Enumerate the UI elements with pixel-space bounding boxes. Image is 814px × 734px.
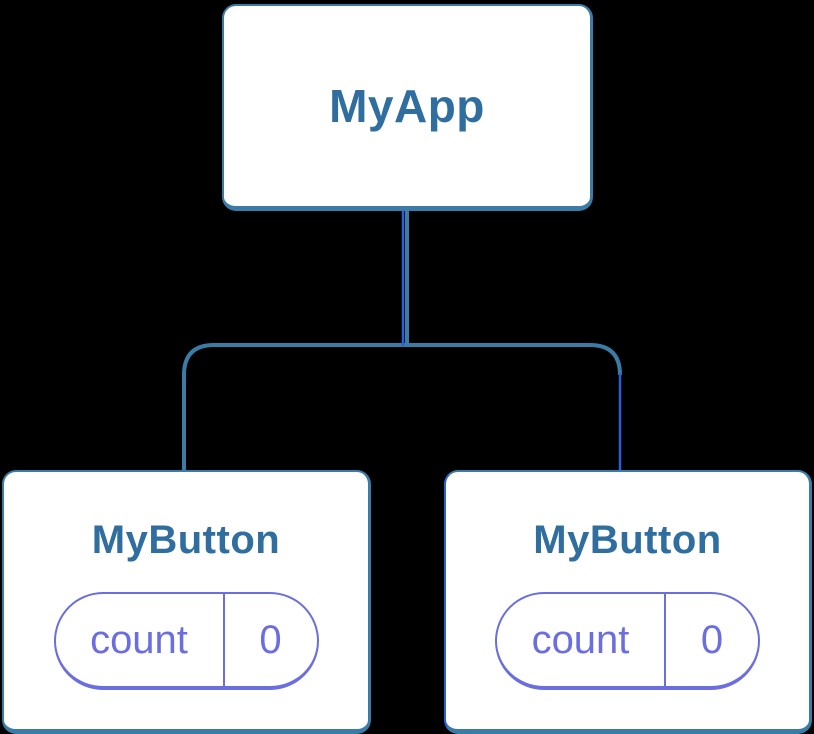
state-divider bbox=[222, 594, 225, 686]
component-label: MyButton bbox=[533, 518, 722, 562]
component-label: MyApp bbox=[329, 80, 485, 132]
state-divider bbox=[664, 594, 666, 686]
state-badge: count 0 bbox=[53, 592, 319, 690]
state-value: 0 bbox=[700, 617, 724, 662]
state-badge: count 0 bbox=[495, 592, 760, 690]
component-node-mybutton-left: MyButton count 0 bbox=[2, 470, 371, 734]
component-label: MyButton bbox=[91, 518, 281, 562]
state-key: count bbox=[90, 617, 188, 662]
state-key: count bbox=[531, 617, 630, 662]
component-node-myapp: MyApp bbox=[222, 4, 593, 211]
state-value: 0 bbox=[259, 617, 282, 662]
component-node-mybutton-right: MyButton count 0 bbox=[444, 470, 812, 734]
connector-rail bbox=[182, 343, 622, 470]
